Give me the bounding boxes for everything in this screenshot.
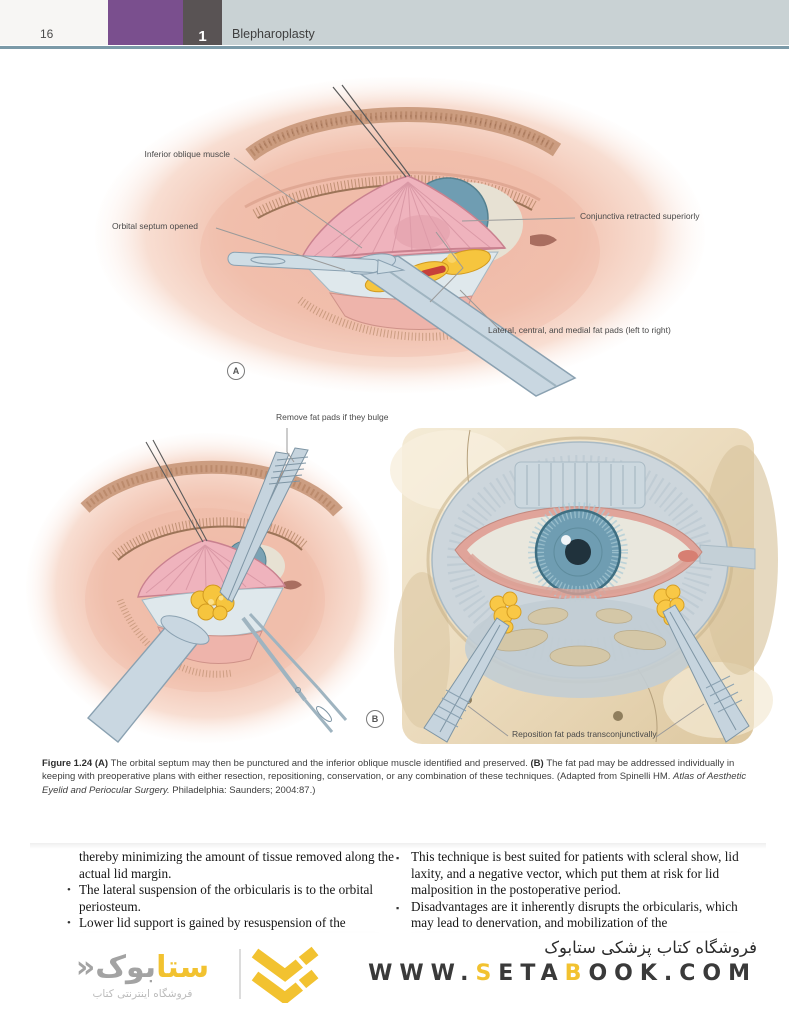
chapter-number-tab: 1 [183, 0, 222, 45]
label-reposition-fat-pads: Reposition fat pads transconjunctivally [512, 729, 657, 739]
scissors-instrument [241, 612, 348, 733]
bullet-text: This technique is best suited for patien… [411, 849, 739, 898]
illustration-b-right-anatomy [390, 428, 778, 744]
leader-reposition [467, 703, 705, 738]
figure-1-24-illustrations [26, 77, 778, 744]
store-name-persian: فروشگاه کتاب پزشکی ستابوک [544, 938, 757, 957]
fat-pad-grasped [190, 584, 235, 621]
label-inferior-oblique-muscle: Inferior oblique muscle [144, 149, 230, 159]
bullet-glyph: • [67, 917, 71, 930]
header-rule [0, 45, 789, 49]
body-left-column: thereby minimizing the amount of tissue … [40, 849, 394, 944]
caption-text-b: The fat pad may be addressed individuall… [42, 758, 735, 783]
wordmark-chevron-glyph: « [75, 949, 96, 985]
wordmark-part-yellow: ستا [156, 949, 210, 985]
leader-lines-a [215, 157, 576, 331]
label-conjunctiva-retracted: Conjunctiva retracted superiorly [580, 211, 700, 221]
forceps-right [662, 604, 750, 743]
label-orbital-septum-opened: Orbital septum opened [112, 221, 198, 231]
setabook-wordmark: ستابوک« [60, 949, 225, 987]
caption-source-tail: Philadelphia: Saunders; 2004:87.) [169, 784, 316, 796]
forceps-instrument [219, 447, 309, 603]
bullet-text: The lateral suspension of the orbiculari… [79, 882, 374, 914]
upper-lashes [252, 175, 538, 219]
url-ook-com: OOK.COM [588, 961, 757, 986]
bullet-item: ▪ This technique is best suited for pati… [394, 849, 756, 899]
fat-pad-left [489, 591, 522, 634]
page-number: 16 [40, 27, 54, 41]
url-b-yellow: B [564, 961, 589, 986]
caption-part-b: (B) [530, 758, 547, 769]
caption-text-a: The orbital septum may then be punctured… [110, 758, 531, 769]
eyebrow [245, 107, 562, 162]
wordmark-part-gray: بوک [95, 949, 157, 985]
setabook-chevron-icon [251, 946, 319, 1003]
scan-shadow [30, 843, 766, 849]
footer-store-info: فروشگاه کتاب پزشکی ستابوک WWW.SETABOOK.C… [368, 938, 757, 986]
logo-divider [239, 949, 241, 999]
header-band [222, 0, 789, 45]
bullet-text: Lower lid support is gained by resuspens… [79, 915, 346, 931]
figure-part-a-marker: A [227, 362, 245, 380]
forceps-left [423, 617, 510, 743]
paragraph-continuation: thereby minimizing the amount of tissue … [79, 849, 394, 881]
frontal-muscle-band [514, 461, 646, 509]
figure-caption: Figure 1.24 (A) The orbital septum may t… [42, 757, 750, 797]
lateral-canthus [530, 234, 557, 247]
caption-figure-number: Figure 1.24 [42, 758, 95, 769]
setabook-logo: ستابوک« فروشگاه اینترنتی کتاب [60, 945, 319, 1003]
body-right-column: ▪ This technique is best suited for pati… [394, 849, 756, 944]
bullet-glyph: ▪ [396, 853, 400, 863]
chapter-title: Blepharoplasty [232, 27, 315, 41]
url-www: WWW. [368, 961, 476, 986]
bullet-item: • The lateral suspension of the orbicula… [40, 882, 394, 915]
retractor-b [86, 615, 210, 743]
page-header: 16 1 Blepharoplasty [0, 0, 789, 45]
chapter-color-tab [108, 0, 183, 45]
bullet-text: Disadvantages are it inherently disrupts… [411, 898, 738, 931]
setabook-watermark-footer: ستابوک« فروشگاه اینترنتی کتاب فروشگاه کت… [0, 933, 789, 1010]
bullet-glyph: • [67, 884, 71, 897]
body-text: thereby minimizing the amount of tissue … [30, 843, 766, 944]
label-remove-fat-pads: Remove fat pads if they bulge [276, 412, 389, 422]
logo-subtitle: فروشگاه اینترنتی کتاب [92, 987, 193, 1000]
setabook-url: WWW.SETABOOK.COM [368, 961, 757, 986]
label-fat-pads: Lateral, central, and medial fat pads (l… [488, 325, 671, 335]
probe-instrument [227, 251, 406, 275]
leader-remove-fat [286, 428, 295, 463]
caption-part-a: (A) [94, 758, 111, 769]
bullet-item: • Lower lid support is gained by resuspe… [40, 915, 394, 932]
suture-line [332, 86, 407, 178]
url-s-yellow: S [475, 961, 499, 986]
bullet-glyph: ▪ [396, 902, 400, 913]
setabook-wordmark-wrap: ستابوک« فروشگاه اینترنتی کتاب [60, 949, 225, 1000]
url-eta: ETA [498, 961, 565, 986]
bullet-item: ▪ Disadvantages are it inherently disrup… [394, 899, 756, 932]
caption-source-title: Atlas of Aesthetic Eyelid and Periocular… [42, 771, 747, 796]
muscle-strip [420, 265, 446, 278]
illustration-a-eye-surgery [95, 77, 705, 397]
illustration-b-left-fat-removal [26, 428, 390, 743]
eye-anatomical [454, 502, 703, 602]
figure-part-b-marker: B [366, 710, 384, 728]
